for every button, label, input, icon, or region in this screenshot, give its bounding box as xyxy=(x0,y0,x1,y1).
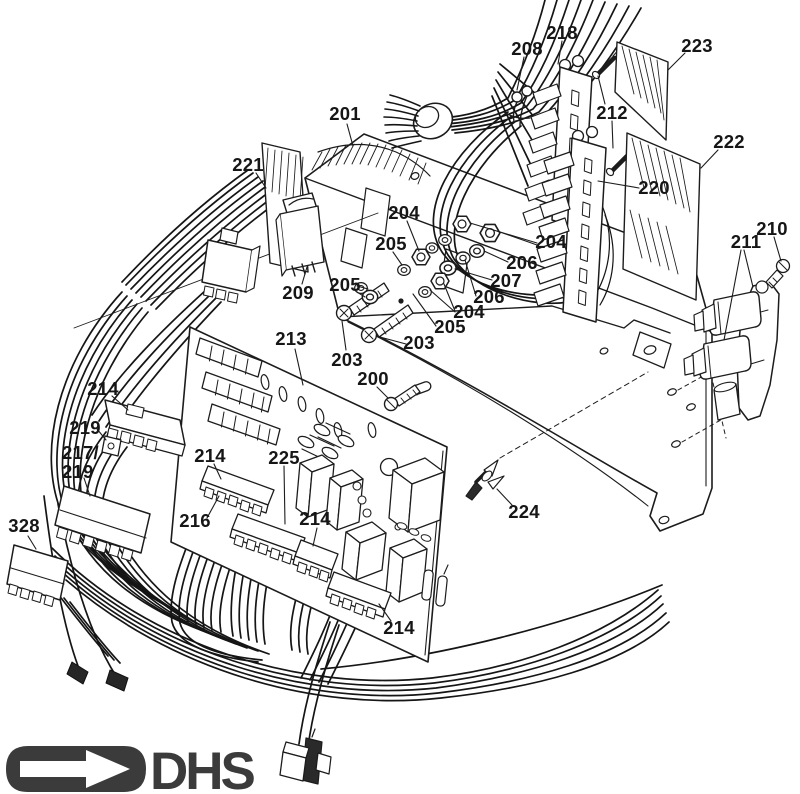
part-label-220: 220 xyxy=(638,177,669,198)
part-label-205-left: 205 xyxy=(329,274,360,295)
part-label-204-right: 204 xyxy=(535,231,567,252)
part-label-204-top: 204 xyxy=(388,202,420,223)
part-label-203-right: 203 xyxy=(403,332,434,353)
connector-328 xyxy=(6,544,69,607)
circuit-board-213 xyxy=(170,326,449,663)
part-label-224: 224 xyxy=(508,501,540,522)
leader-lines xyxy=(27,40,782,622)
wire-end-terminals xyxy=(66,661,129,692)
board-connector-bar-2 xyxy=(229,513,306,565)
harness-top xyxy=(432,0,642,306)
logo-arrow-icon xyxy=(20,750,130,788)
wing-fastener-224 xyxy=(465,371,649,501)
screw-203-b xyxy=(360,304,414,344)
brand-logo: DHS xyxy=(6,742,258,794)
part-label-217-219-line1: 217/ xyxy=(62,442,99,463)
logo-text: DHS xyxy=(150,742,255,794)
part-label-200: 200 xyxy=(357,368,388,389)
panel-223 xyxy=(614,41,669,141)
part-label-214-d: 214 xyxy=(383,617,415,638)
part-label-328: 328 xyxy=(8,515,39,536)
part-label-206-upper: 206 xyxy=(506,252,537,273)
part-label-219: 219 xyxy=(69,417,100,438)
part-label-214-b: 214 xyxy=(194,445,226,466)
board-connector-bar-4 xyxy=(325,571,392,620)
connector-214-a xyxy=(104,399,186,457)
part-label-216: 216 xyxy=(179,510,210,531)
part-label-211: 211 xyxy=(731,231,761,252)
part-label-206-lower: 206 xyxy=(473,286,504,307)
part-label-221: 221 xyxy=(232,154,263,175)
cable-tie xyxy=(503,85,533,127)
part-label-213: 213 xyxy=(275,328,306,349)
part-label-209: 209 xyxy=(282,282,313,303)
part-label-223: 223 xyxy=(681,35,712,56)
part-label-225: 225 xyxy=(268,447,299,468)
part-label-218: 218 xyxy=(546,22,577,43)
part-label-205-top: 205 xyxy=(375,233,406,254)
part-label-214-a: 214 xyxy=(87,378,119,399)
part-labels: 201 208 218 223 212 222 220 221 210 211 … xyxy=(8,22,787,638)
screw-210 xyxy=(765,258,791,289)
barrel-connector-1 xyxy=(693,291,762,336)
terminal-strip-220 xyxy=(533,125,607,323)
connector-at-switch xyxy=(201,227,261,304)
part-label-210: 210 xyxy=(756,218,787,239)
connector-217-219 xyxy=(54,485,151,562)
insulation-panels xyxy=(261,41,701,301)
part-label-204-lower: 204 xyxy=(453,301,485,322)
screw-200 xyxy=(383,384,421,412)
part-label-203-left: 203 xyxy=(331,349,362,370)
grommet xyxy=(412,102,454,140)
part-label-222: 222 xyxy=(713,131,744,152)
fastener-cluster xyxy=(335,215,501,344)
part-label-201: 201 xyxy=(329,103,360,124)
wire-stubs xyxy=(383,94,422,149)
part-label-207: 207 xyxy=(490,270,521,291)
board-connector-box-3 xyxy=(292,539,339,583)
part-label-214-c: 214 xyxy=(299,508,331,529)
part-label-208: 208 xyxy=(511,38,542,59)
part-label-212: 212 xyxy=(596,102,627,123)
clip-219 xyxy=(101,435,122,457)
part-label-205-lower: 205 xyxy=(434,316,465,337)
barrel-connector-2 xyxy=(683,335,752,380)
rocker-switch-209 xyxy=(275,192,325,277)
mounting-bracket-211 xyxy=(683,280,780,421)
bottom-connector xyxy=(279,728,332,785)
part-label-217-219-line2: 219 xyxy=(62,461,93,482)
